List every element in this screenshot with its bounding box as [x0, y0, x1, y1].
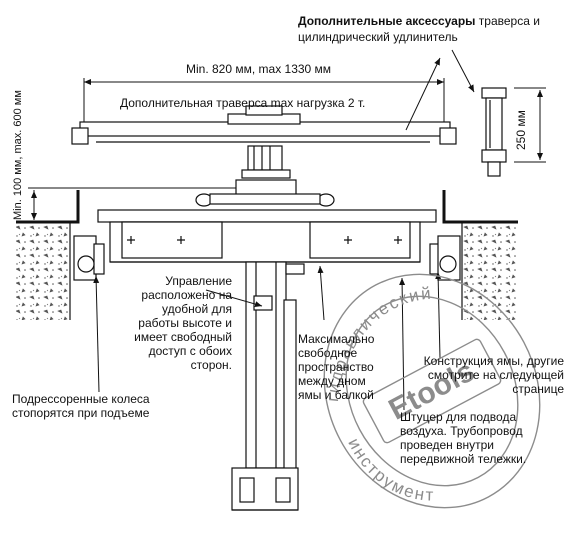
jack-head [195, 145, 335, 207]
air-line: передвижной тележки. [400, 452, 527, 466]
air-line: проведен внутри [400, 438, 495, 452]
extender-dimension [514, 87, 546, 163]
air-callout: Штуцер для подвода воздуха. Трубопровод … [400, 410, 564, 466]
callout-leaders [93, 57, 442, 411]
control-callout: Управление расположено на удобной для ра… [102, 274, 232, 372]
control-line: имеет свободный [134, 330, 232, 344]
span-label: Min. 820 мм, max 1330 мм [186, 62, 332, 76]
space-line: пространство [298, 360, 374, 374]
pit-wall-left [16, 190, 80, 320]
pit-callout: Конструкция ямы, другие смотрите на след… [398, 354, 564, 396]
watermark-stamp: гидравлический инструмент Etools [323, 273, 541, 509]
control-line: работы высоте и [138, 316, 232, 330]
left-wheel-assembly [73, 235, 105, 281]
wheels-line: стопорятся при подъеме [12, 406, 150, 420]
accessories-title-rest: траверса и [475, 14, 540, 28]
main-beam [97, 209, 437, 263]
free-space-callout: Максимально свободное пространство между… [298, 332, 408, 402]
wheels-line: Подрессоренные колеса [12, 392, 150, 406]
height-range-label: Min. 100 мм, max. 600 мм [12, 90, 24, 220]
space-line: между дном [298, 374, 366, 388]
space-line: ямы и балкой [298, 388, 374, 402]
control-line: расположено на [141, 288, 232, 302]
space-line: свободное [298, 346, 358, 360]
extender-length-label: 250 мм [514, 110, 528, 150]
control-line: сторон. [190, 358, 232, 372]
accessories-leader [451, 49, 475, 93]
pit-line: странице [512, 382, 564, 396]
pit-line: Конструкция ямы, другие [423, 354, 564, 368]
space-line: Максимально [298, 332, 375, 346]
accessories-title: Дополнительные аксессуары траверса и [298, 14, 566, 28]
air-line: Штуцер для подвода [400, 410, 517, 424]
right-wheel-assembly [429, 235, 461, 281]
cylindrical-extender [481, 87, 507, 177]
control-line: удобной для [162, 302, 232, 316]
accessories-title-bold: Дополнительные аксессуары [298, 14, 476, 28]
crossbar-label: Дополнительная траверса max нагрузка 2 т… [120, 96, 366, 110]
span-dimension [83, 78, 445, 126]
additional-crossbar [71, 105, 457, 145]
wheels-callout: Подрессоренные колеса стопорятся при под… [12, 392, 182, 420]
pit-wall-right [442, 190, 518, 320]
height-dimension [28, 187, 258, 220]
control-line: Управление [165, 274, 232, 288]
air-line: воздуха. Трубопровод [400, 424, 523, 438]
pit-line: смотрите на следующей [427, 368, 564, 382]
accessories-subtitle: цилиндрический удлинитель [298, 30, 458, 44]
control-line: доступ с обоих [148, 344, 232, 358]
